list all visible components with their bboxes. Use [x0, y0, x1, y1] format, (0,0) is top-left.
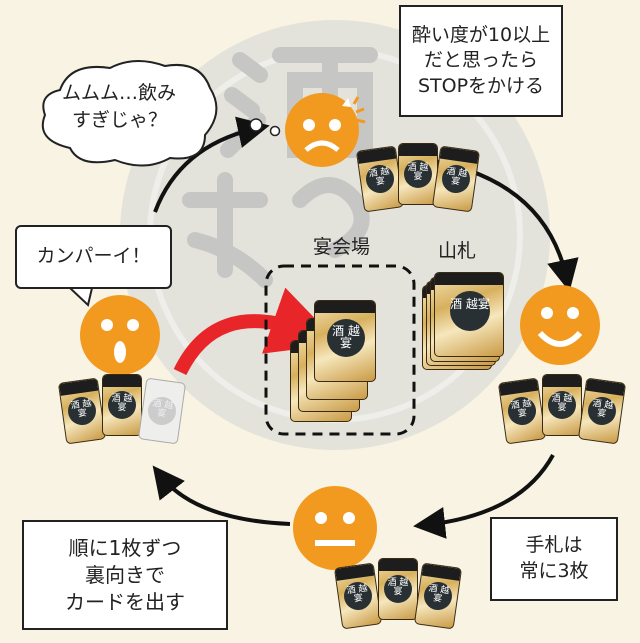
card-seal: 酒 越宴 [440, 163, 472, 195]
card-seal: 酒 越宴 [66, 395, 98, 427]
arrow-right-to-bottom [413, 454, 555, 539]
card-seal: 酒 越宴 [108, 391, 136, 419]
note-line: 裏向きで [85, 562, 165, 587]
card-seal: 酒 越宴 [548, 391, 576, 419]
neutral-player-face [293, 486, 377, 570]
played-card-ghost: 酒 越宴 [137, 377, 187, 445]
thought-cloud [41, 60, 218, 167]
note-line: 常に3枚 [519, 560, 589, 582]
card: 酒 越宴 [378, 558, 418, 620]
card: 酒 越宴 [542, 374, 582, 436]
card-seal: 酒 越宴 [327, 319, 365, 357]
card-seal: 酒 越宴 [450, 291, 490, 331]
arrow-left-to-top [153, 116, 270, 213]
banquet-area-label: 宴会場 [313, 236, 371, 258]
card: 酒 越宴 [577, 377, 627, 445]
cheers-bubble: カンパーイ！ [15, 225, 172, 289]
card: 酒 越宴 [398, 143, 438, 205]
deck-label: 山札 [438, 240, 477, 262]
arrow-bottom-to-left [152, 465, 291, 526]
note-line: STOPをかける [417, 74, 545, 97]
card-seal: 酒 越宴 [422, 580, 454, 612]
card-seal: 酒 越宴 [404, 160, 432, 188]
card-seal: 酒 越宴 [364, 163, 396, 195]
thought-line: ムムム…飲み [62, 82, 177, 104]
card: 酒 越宴 [314, 300, 376, 382]
banquet-area-border [264, 264, 416, 436]
card: 酒 越宴 [413, 562, 463, 630]
card-seal: 酒 越宴 [342, 580, 374, 612]
card: 酒 越宴 [57, 377, 107, 445]
card-seal: 酒 越宴 [146, 395, 178, 427]
note-line: 酔い度が10以上 [411, 23, 551, 46]
card: 酒 越宴 [102, 374, 142, 436]
card-seal: 酒 越宴 [384, 575, 412, 603]
card-seal: 酒 越宴 [586, 395, 618, 427]
thought-text: ムムム…飲み すぎじゃ？ [62, 80, 212, 133]
card: 酒 越宴 [431, 145, 481, 213]
card: 酒 越宴 [333, 562, 383, 630]
card-seal: 酒 越宴 [506, 395, 538, 427]
play-card-arrow [173, 287, 340, 376]
card: 酒 越宴 [434, 272, 504, 357]
cheering-player-face [80, 295, 160, 375]
worried-player-face [285, 93, 366, 167]
happy-player-face [520, 285, 600, 365]
note-line: 順に1枚ずつ [68, 535, 182, 560]
hand-rule-note: 手札は 常に3枚 [490, 517, 618, 601]
stop-rule-note: 酔い度が10以上 だと思ったら STOPをかける [399, 5, 563, 117]
note-line: だと思ったら [423, 49, 538, 72]
card: 酒 越宴 [497, 377, 547, 445]
note-line: 手札は [525, 534, 583, 557]
play-rule-note: 順に1枚ずつ 裏向きで カードを出す [22, 520, 228, 630]
note-line: カードを出す [65, 589, 185, 614]
cheers-text: カンパーイ！ [36, 245, 151, 268]
thought-line: すぎじゃ？ [72, 108, 168, 131]
card: 酒 越宴 [355, 145, 405, 213]
